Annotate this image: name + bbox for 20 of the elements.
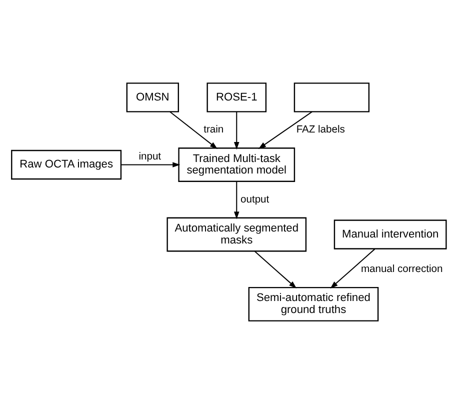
edge-label: output: [240, 194, 270, 205]
arrow: [234, 181, 240, 219]
arrow: [234, 111, 240, 150]
edge-label: manual correction: [360, 264, 443, 275]
arrow: [170, 110, 218, 149]
edge-label: train: [204, 124, 224, 136]
edge-label: FAZ labels: [296, 124, 345, 136]
node-box: ROSE-1: [206, 82, 267, 112]
edge-label: input: [138, 151, 162, 162]
node-box: [294, 82, 370, 112]
node-box: Semi-automatic refined ground truths: [248, 286, 379, 321]
arrow: [330, 248, 376, 288]
arrow: [254, 250, 297, 288]
node-box: Automatically segmented masks: [166, 216, 307, 252]
arrow: [258, 110, 312, 148]
node-box: Raw OCTA images: [11, 149, 122, 180]
node-box: Trained Multi-task segmentation model: [178, 147, 296, 182]
arrow: [121, 162, 180, 167]
node-box: OMSN: [126, 82, 179, 112]
node-box: Manual intervention: [334, 219, 447, 249]
